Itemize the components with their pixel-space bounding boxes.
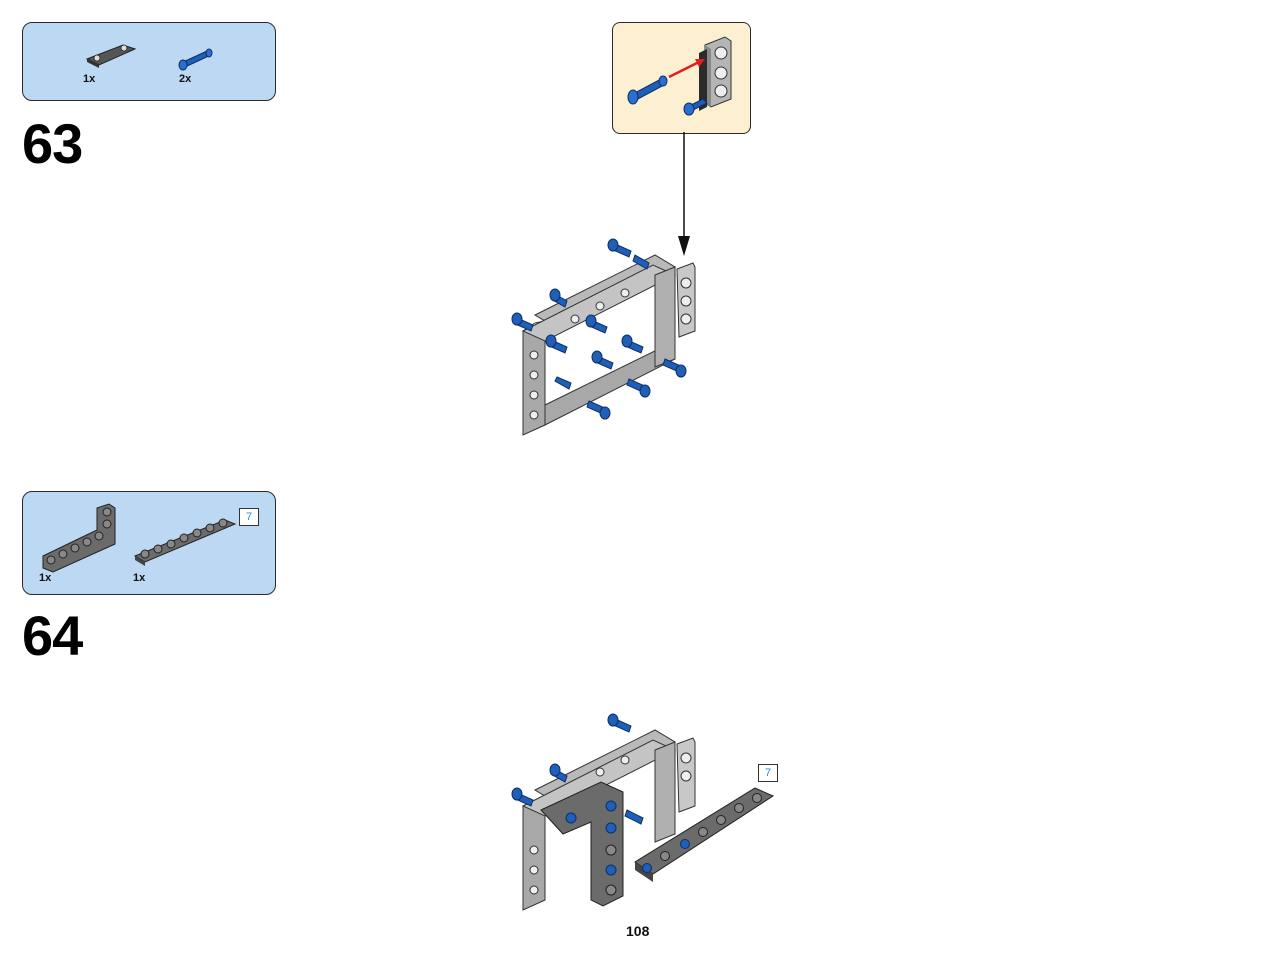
- step-63-parts-list: 1x 2x: [22, 22, 276, 101]
- straight-beam-icon: [133, 518, 237, 566]
- callout-illustration: [627, 36, 732, 116]
- step-63-assembly: [511, 238, 696, 436]
- beam-length-badge: 7: [239, 508, 259, 526]
- callout-pointer-arrow: [678, 132, 690, 256]
- page-number: 108: [626, 923, 650, 939]
- part-qty: 1x: [133, 572, 146, 584]
- part-qty: 1x: [83, 73, 96, 85]
- sub-assembly-callout: [612, 22, 751, 134]
- l-beam-icon: [42, 503, 116, 573]
- part-qty: 1x: [39, 572, 52, 584]
- step-64-assembly: [511, 713, 775, 911]
- step-64-parts-list: 1x 1x 7: [22, 491, 276, 595]
- step-number-64: 64: [22, 604, 83, 667]
- connector-beam-icon: [85, 44, 137, 68]
- part-qty: 2x: [179, 73, 192, 85]
- step-number-63: 63: [22, 112, 83, 175]
- blue-pin-icon: [178, 48, 213, 71]
- assembly-length-badge: 7: [758, 764, 778, 782]
